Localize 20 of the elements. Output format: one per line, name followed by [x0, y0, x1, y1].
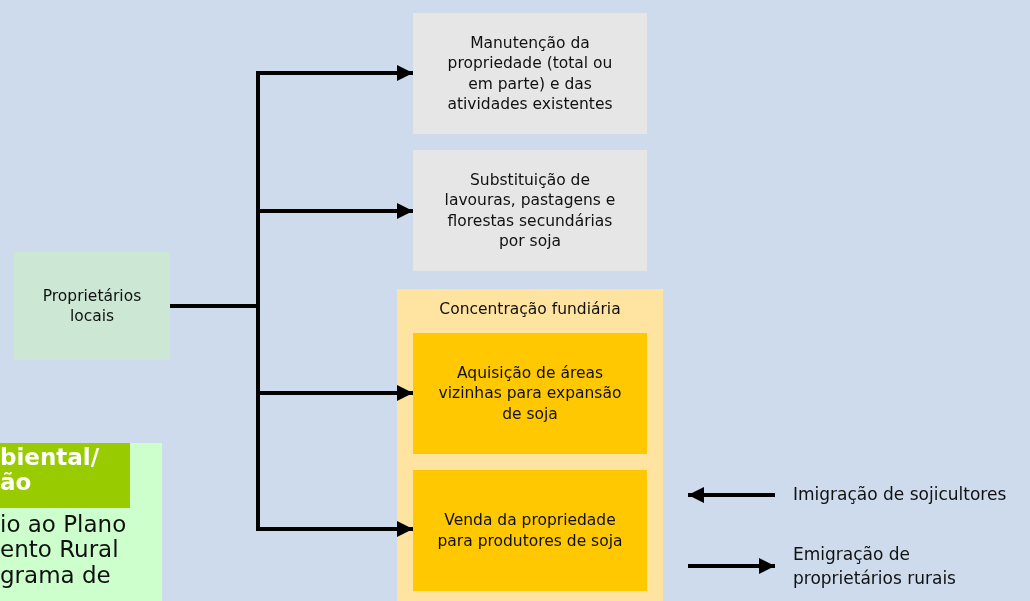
arrow [688, 487, 775, 503]
node-text: Manutenção da propriedade (total ou em parte) e das atividades existentes [446, 33, 614, 114]
group-panel [397, 289, 663, 601]
arrow [170, 304, 413, 537]
arrow [688, 558, 775, 574]
header-text: biental/ ão [0, 443, 130, 508]
node-text: Aquisição de áreas vizinhas para expansão de soja [437, 363, 623, 424]
node-text: Emigração de proprietários rurais [793, 543, 957, 590]
node-text: Proprietários locais [42, 285, 142, 327]
node-text: Imigração de sojicultores [793, 483, 1007, 507]
process-box [413, 333, 647, 454]
process-box [14, 252, 170, 360]
process-box [413, 13, 647, 134]
body-text: io ao Plano ento Rural grama de [0, 510, 128, 588]
node-text: Venda da propriedade para produtores de soja [436, 510, 624, 551]
cropped-box [0, 443, 162, 601]
process-box [413, 150, 647, 271]
group-heading: Concentração fundiária [439, 299, 621, 320]
node-text: Substituição de lavouras, pastagens e florestas secundárias por soja [443, 170, 617, 251]
process-box [413, 470, 647, 591]
